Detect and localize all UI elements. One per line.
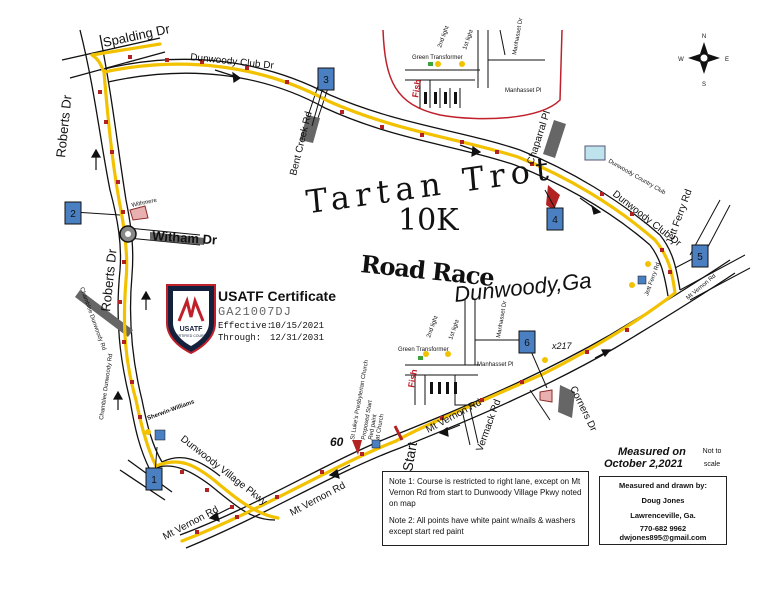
street-withmere: Withmere	[131, 198, 158, 209]
inset2-manhasset-dr: Manhasset Dr	[496, 301, 508, 339]
inset2-green-transformer: Green Transformer	[398, 347, 449, 353]
marker-6	[518, 330, 536, 354]
proposed-start-line3: at Church	[375, 414, 385, 441]
road-spalding	[61, 37, 166, 79]
note-2: Note 2: All points have white paint w/na…	[389, 516, 576, 536]
measured-on: Measured on October 2,2021	[604, 446, 686, 470]
roundabout	[119, 225, 137, 243]
proposed-start-note: Proposed Start Red paint at Church	[361, 400, 385, 441]
compass-w: W	[678, 57, 684, 63]
drawn-by-heading: Measured and drawn by:	[619, 481, 707, 490]
marker-4	[546, 207, 564, 231]
certificate-effective: Effective:10/15/2021	[218, 321, 324, 331]
street-bent-creek: Bent Creek Rd	[288, 110, 315, 176]
marker-2	[64, 201, 82, 225]
inset2-fish-label: Fish	[406, 368, 419, 388]
marker-5	[691, 244, 709, 268]
street-spalding: Spalding Dr	[102, 21, 172, 50]
marker-2-label: 2	[70, 209, 76, 220]
sixty-flag-icon	[352, 440, 362, 455]
traffic-light-icon	[645, 261, 651, 267]
marker-6-label: 6	[524, 338, 530, 349]
certificate-effective-label: Effective:	[218, 321, 273, 331]
start-label: Start	[399, 441, 420, 473]
street-sherwin-williams: Sherwin-Williams	[147, 399, 196, 422]
inset-map-top: Green Transformer 2nd light 1st light Fi…	[382, 18, 563, 120]
certificate-effective-date: 10/15/2021	[270, 321, 325, 331]
direction-arrows	[90, 69, 612, 522]
usatf-logo-sub: CERTIFIED COURSE	[174, 334, 209, 338]
inset2-1st-light: 1st light	[448, 319, 461, 341]
marker-3-label: 3	[323, 75, 329, 86]
x217-label: x217	[551, 341, 573, 351]
scale-label: scale	[703, 461, 721, 468]
measured-on-line2: October 2,2021	[604, 458, 683, 470]
usatf-certificate: USATF Certificate GA21007DJ Effective:10…	[163, 283, 343, 355]
usatf-logo: USATF CERTIFIED COURSE	[166, 284, 216, 355]
traffic-light-icon-4	[145, 429, 151, 435]
marker-3	[317, 67, 335, 91]
inset2-manhasset-pl: Manhasset Pl	[477, 362, 513, 368]
street-jett-ferry-bottom: Jett Ferry Rd	[644, 262, 662, 297]
road-network	[61, 29, 751, 549]
street-witham: Witham Dr	[152, 228, 218, 247]
street-dunwoody-village: Dunwoody Village Pkwy	[178, 434, 269, 508]
drawn-by-phone: 770-682 9962	[639, 524, 687, 533]
measured-on-line1: Measured on	[618, 446, 686, 458]
traffic-light-icon-2	[629, 282, 635, 288]
certificate-through: Through: 12/31/2031	[218, 333, 324, 343]
street-roberts-mid: Roberts Dr	[98, 248, 120, 313]
start-line	[393, 425, 404, 441]
usatf-logo-text: USATF	[180, 326, 204, 333]
side-street-bars	[75, 115, 575, 418]
certificate-through-date: 12/31/2031	[270, 333, 325, 343]
mile-markers: 2 3 4 5 6 1 60 x217	[64, 67, 709, 491]
title-line2: 10K	[398, 203, 459, 238]
certificate-through-label: Through:	[218, 333, 262, 343]
drawn-by-name: Doug Jones	[641, 496, 685, 505]
marker-4-label: 4	[552, 215, 558, 226]
compass-rose: N S E W	[678, 34, 729, 88]
course-notes-box: Note 1: Course is restricted to right la…	[382, 471, 589, 546]
red-flag-icon	[546, 185, 560, 210]
street-roberts-top: Roberts Dr	[53, 94, 75, 159]
proposed-start-line2: Red paint	[368, 414, 378, 441]
country-club-pool-icon	[584, 145, 606, 161]
inset-manhasset-pl: Manhasset Pl	[505, 88, 541, 94]
church-building-icon	[371, 439, 381, 449]
jett-ferry-building-icon	[637, 275, 647, 285]
inset-green-transformer: Green Transformer	[412, 55, 463, 61]
certificate-title: USATF Certificate	[218, 288, 336, 304]
route-points	[98, 55, 672, 534]
sherwin-williams-icon	[154, 429, 166, 441]
road-dunwoody-club	[99, 58, 661, 236]
inset2-2nd-light: 2nd light	[426, 315, 440, 339]
not-to-label: Not to	[702, 448, 722, 455]
drawn-by-city: Lawrenceville, Ga.	[630, 511, 696, 520]
inset-manhasset-dr: Manhasset Dr	[512, 18, 524, 56]
withmere-sign-icon	[129, 205, 149, 221]
inset-fish-label: Fish	[410, 78, 423, 98]
marker-1	[145, 467, 163, 491]
certificate-number: GA21007DJ	[218, 305, 292, 319]
sixty-label: 60	[330, 435, 344, 449]
street-chamblee-dunwoody-rd: Chamblee Dunwoody Rd	[99, 353, 114, 420]
drawn-by-email: dwjones895@gmail.com	[619, 533, 707, 542]
compass-s: S	[702, 82, 706, 88]
note-1: Note 1: Course is restricted to right la…	[389, 477, 582, 508]
marker-5-label: 5	[697, 252, 703, 263]
not-to-scale: Not to scale	[700, 445, 724, 471]
inset-1st-light: 1st light	[462, 29, 475, 51]
drawn-by-box: Measured and drawn by: Doug Jones Lawren…	[599, 476, 727, 545]
compass-e: E	[725, 57, 729, 63]
traffic-light-icon-3	[542, 357, 548, 363]
corners-sign-icon	[539, 389, 553, 403]
marker-1-label: 1	[151, 475, 157, 486]
inset-2nd-light: 2nd light	[437, 25, 451, 49]
road-roberts	[79, 29, 151, 471]
compass-n: N	[702, 34, 706, 40]
